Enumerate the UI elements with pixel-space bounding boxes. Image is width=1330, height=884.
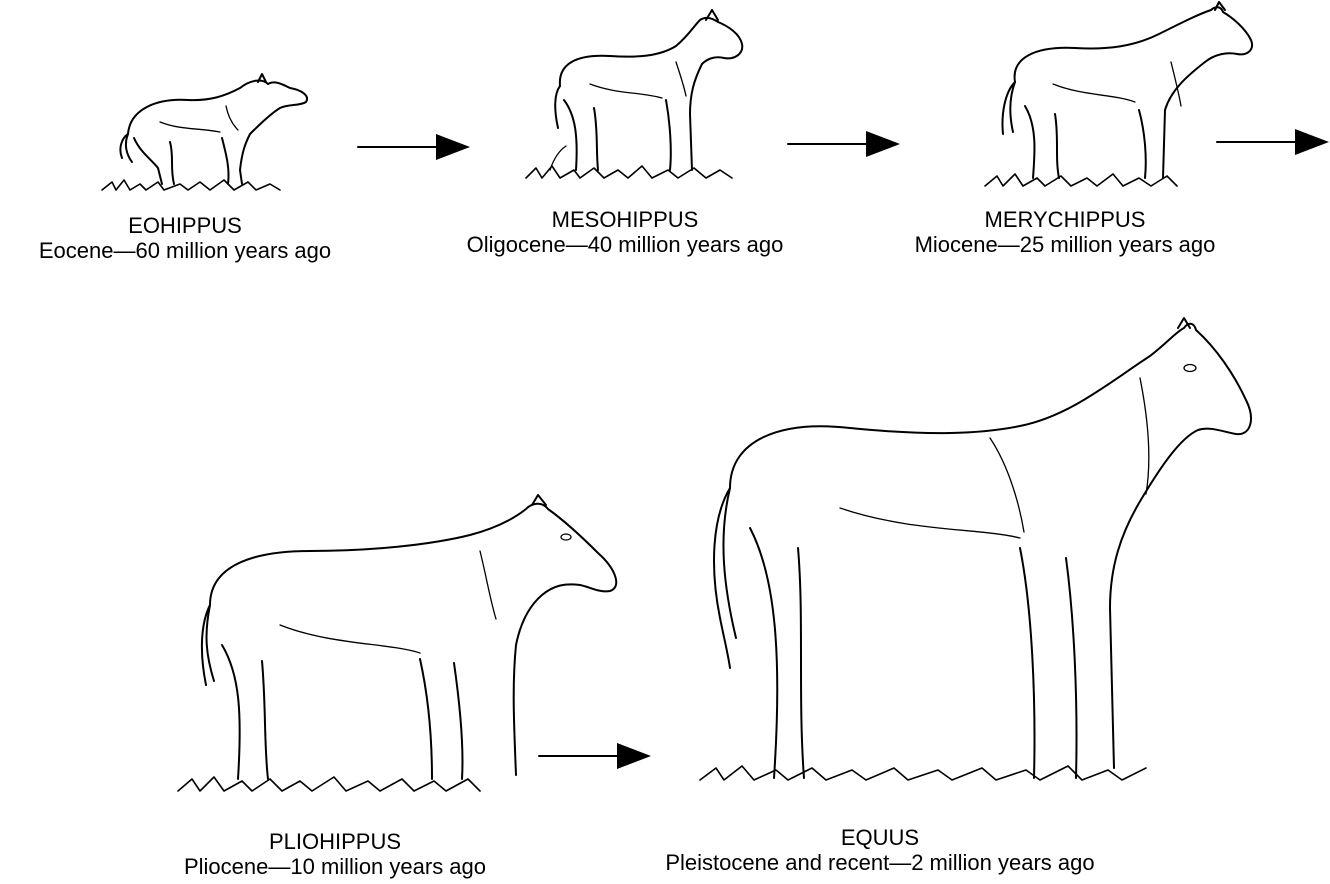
mesohippus-illustration [520, 10, 760, 190]
merychippus-illustration [975, 2, 1265, 194]
stage-era: Eocene—60 million years ago [0, 239, 370, 264]
pliohippus-label: PLIOHIPPUS Pliocene—10 million years ago [140, 830, 530, 879]
arrow-icon [788, 129, 900, 159]
stage-era: Miocene—25 million years ago [870, 233, 1260, 258]
arrow-icon [358, 132, 470, 162]
mesohippus-label: MESOHIPPUS Oligocene—40 million years ag… [420, 208, 830, 257]
arrow-icon [539, 741, 651, 771]
stage-era: Pleistocene and recent—2 million years a… [600, 851, 1160, 876]
eohippus-label: EOHIPPUS Eocene—60 million years ago [0, 214, 370, 263]
stage-era: Oligocene—40 million years ago [420, 233, 830, 258]
stage-name: PLIOHIPPUS [140, 830, 530, 855]
arrow-icon [1217, 127, 1329, 157]
stage-name: EQUUS [600, 826, 1160, 851]
stage-name: MERYCHIPPUS [870, 208, 1260, 233]
equus-label: EQUUS Pleistocene and recent—2 million y… [600, 826, 1160, 875]
merychippus-label: MERYCHIPPUS Miocene—25 million years ago [870, 208, 1260, 257]
stage-era: Pliocene—10 million years ago [140, 855, 530, 880]
stage-name: EOHIPPUS [0, 214, 370, 239]
eohippus-illustration [100, 72, 320, 197]
equus-illustration [690, 318, 1260, 798]
stage-name: MESOHIPPUS [420, 208, 830, 233]
